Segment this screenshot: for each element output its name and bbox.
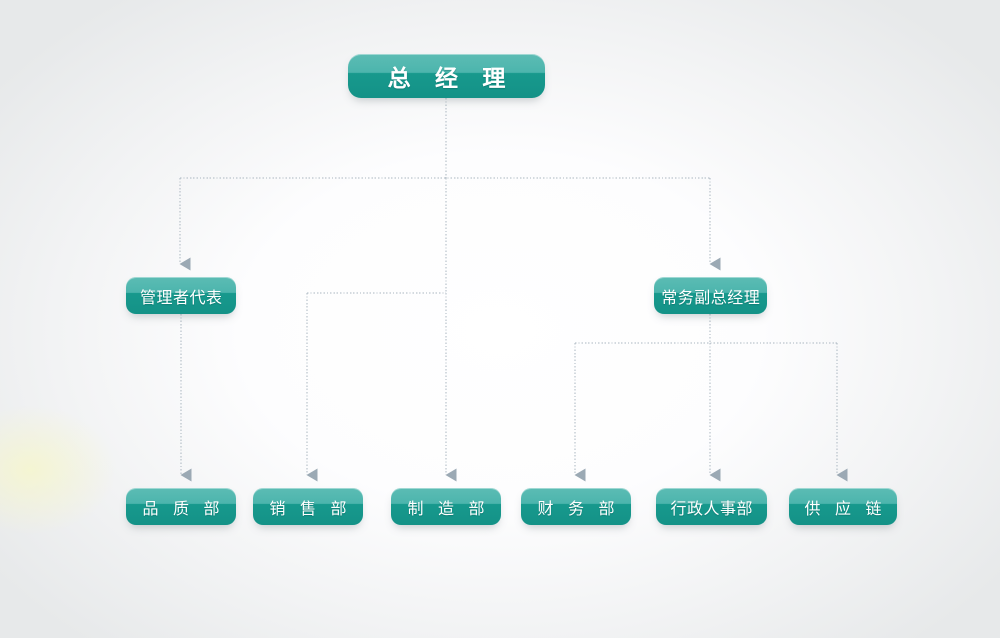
org-node-admin-hr-dept[interactable]: 行政人事部 [656, 488, 767, 525]
org-node-label: 财 务 部 [537, 500, 620, 518]
org-node-label: 制 造 部 [407, 500, 490, 518]
org-node-quality-dept[interactable]: 品 质 部 [126, 488, 236, 525]
org-node-label: 行政人事部 [670, 500, 753, 518]
org-node-label: 销 售 部 [269, 500, 352, 518]
org-node-label: 管理者代表 [139, 289, 223, 307]
org-node-supply-chain-dept[interactable]: 供 应 链 [789, 488, 897, 525]
org-node-finance-dept[interactable]: 财 务 部 [521, 488, 631, 525]
org-node-label: 常务副总经理 [661, 289, 761, 307]
org-node-label: 供 应 链 [804, 500, 887, 518]
org-node-label: 品 质 部 [142, 500, 225, 518]
org-node-sales-dept[interactable]: 销 售 部 [253, 488, 363, 525]
org-node-executive-deputy-gm[interactable]: 常务副总经理 [654, 277, 767, 314]
org-node-management-representative[interactable]: 管理者代表 [126, 277, 236, 314]
org-node-label: 总 经 理 [387, 65, 515, 91]
org-node-root[interactable]: 总 经 理 [348, 54, 545, 98]
org-node-manufacturing-dept[interactable]: 制 造 部 [391, 488, 501, 525]
